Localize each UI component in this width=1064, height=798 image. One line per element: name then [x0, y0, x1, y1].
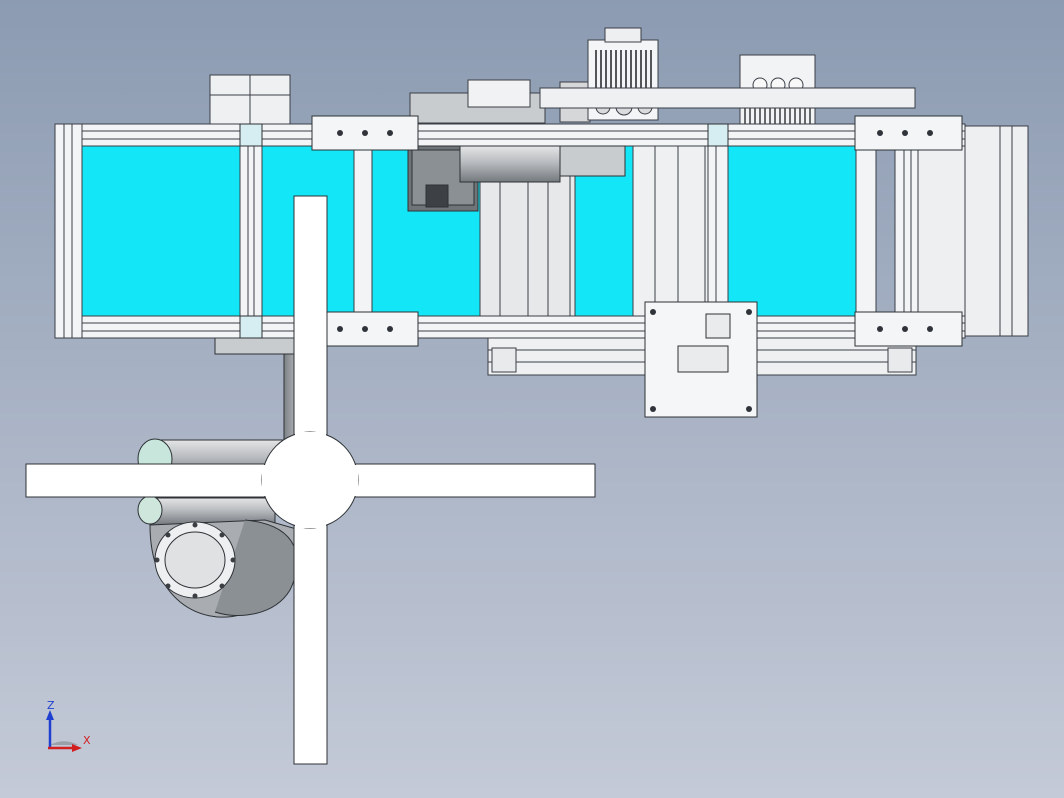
mount-brackets: [239, 115, 963, 347]
conveyor-frame: [54, 123, 1029, 339]
top-components: [209, 27, 916, 126]
robot-flange-bolts: [154, 522, 236, 599]
frame-top-rail: [54, 123, 966, 147]
tool-cross: [25, 195, 596, 765]
glass-panel-5: [727, 145, 857, 317]
plate-profile-top: [705, 313, 731, 339]
robot-base-shadow: [214, 519, 298, 617]
controller-fins: [595, 50, 652, 94]
glass-panel-1: [81, 145, 241, 317]
robot-base-flange-inner: [164, 531, 226, 589]
controller-top-cap: [604, 27, 642, 43]
frame-bottom-rail: [54, 315, 966, 339]
end-roller-housing: [917, 125, 1029, 337]
z-axis-label: Z: [47, 699, 55, 712]
gear-motor: [459, 145, 561, 183]
frame-post-left: [54, 123, 83, 339]
corner-connector-3: [707, 123, 729, 147]
mounting-plate: [644, 301, 758, 418]
robot-mount-flange: [214, 337, 296, 355]
corner-connector-2: [239, 315, 263, 339]
motor-terminal: [425, 184, 449, 208]
bracket-bottom-2: [854, 311, 963, 347]
corner-connector-1: [239, 123, 263, 147]
gear-motor-end: [559, 145, 626, 177]
top-rail: [539, 87, 916, 109]
bracket-bolts: [337, 130, 933, 332]
plate-profile-bottom: [677, 345, 729, 373]
lower-rail-profile-right: [887, 347, 913, 373]
triad-plane: [50, 741, 78, 745]
frame-post-3: [353, 123, 373, 339]
coordinate-triad: [46, 710, 82, 752]
x-axis-arrow: [72, 744, 82, 752]
motor-drive: [407, 145, 626, 212]
robot-elbow-cap: [137, 495, 163, 525]
lower-rail-profile-left: [491, 347, 517, 373]
drive-motor-cover: [467, 79, 531, 108]
bracket-top-2: [854, 115, 963, 151]
plate-holes: [650, 309, 752, 412]
frame-post-2: [239, 123, 263, 339]
z-axis-arrow: [46, 710, 54, 720]
frame-post-6: [894, 123, 919, 339]
frame-post-5: [855, 123, 877, 339]
x-axis-label: X: [83, 734, 91, 747]
